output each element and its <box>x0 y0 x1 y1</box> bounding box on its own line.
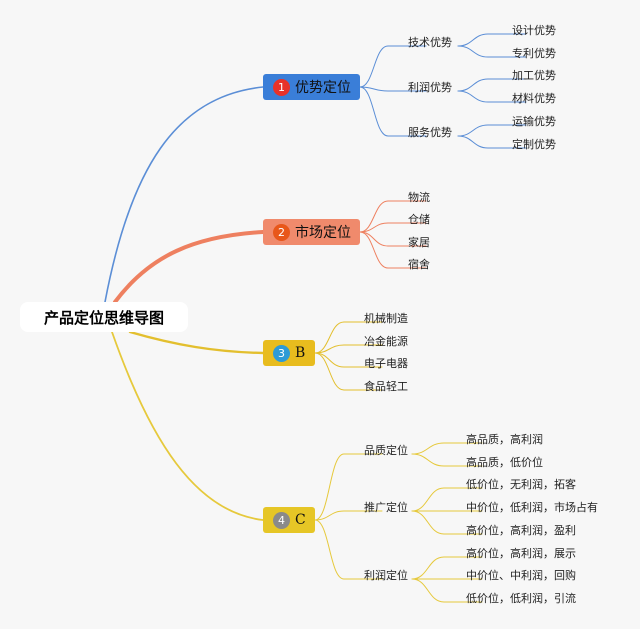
branch-label: 优势定位 <box>295 80 351 96</box>
connector-branch-sub <box>314 453 345 521</box>
connector-branch-sub <box>314 321 345 354</box>
leaf-node[interactable]: 中价位，低利润，市场占有 <box>466 501 598 514</box>
connector-sub-leaf <box>457 78 489 92</box>
leaf-node[interactable]: 低价位，低利润，引流 <box>466 592 576 605</box>
connector-sub-leaf <box>411 453 445 467</box>
leaf-node[interactable]: 低价位，无利润，拓客 <box>466 478 576 491</box>
branch-node-advantage[interactable]: 1 优势定位 <box>263 74 360 100</box>
connector-branch-sub <box>359 231 389 269</box>
connector-branch-sub <box>359 231 389 247</box>
connector-branch-sub <box>359 45 389 88</box>
leaf-node[interactable]: 加工优势 <box>512 69 556 82</box>
connector-branch-sub <box>359 200 389 233</box>
branch-label: C <box>295 512 306 528</box>
number-badge: 4 <box>273 511 290 529</box>
connector-branch-sub <box>359 86 389 92</box>
connector-sub-leaf <box>457 124 489 137</box>
sub-node[interactable]: 电子电器 <box>364 357 408 370</box>
sub-node[interactable]: 品质定位 <box>364 444 408 457</box>
connector-branch-sub <box>314 352 345 391</box>
leaf-node[interactable]: 专利优势 <box>512 47 556 60</box>
connector-branch-sub <box>314 519 345 580</box>
connector-root-branch <box>128 330 265 355</box>
number-badge: 3 <box>273 344 290 362</box>
root-node[interactable]: 产品定位思维导图 <box>20 302 188 332</box>
sub-node[interactable]: 宿舍 <box>408 258 430 271</box>
connector-root-branch <box>111 331 264 521</box>
connector-sub-leaf <box>457 90 489 103</box>
connector-sub-leaf <box>411 442 445 455</box>
sub-node[interactable]: 物流 <box>408 191 430 204</box>
sub-node[interactable]: 家居 <box>408 236 430 249</box>
leaf-node[interactable]: 高价位，高利润，盈利 <box>466 524 576 537</box>
number-badge: 2 <box>273 223 290 241</box>
branch-label: 市场定位 <box>295 225 351 241</box>
connector-branch-sub <box>314 510 345 521</box>
connector-sub-leaf <box>411 556 445 580</box>
sub-node[interactable]: 食品轻工 <box>364 380 408 393</box>
leaf-node[interactable]: 材料优势 <box>512 92 556 105</box>
branch-node-c[interactable]: 4 C <box>263 507 315 533</box>
leaf-node[interactable]: 高品质，高利润 <box>466 433 543 446</box>
leaf-node[interactable]: 高价位，高利润，展示 <box>466 547 576 560</box>
connector-sub-leaf <box>457 135 489 149</box>
sub-node[interactable]: 服务优势 <box>408 126 452 139</box>
connector-root-branch <box>113 230 265 304</box>
branch-node-b[interactable]: 3 B <box>263 340 315 366</box>
sub-node[interactable]: 仓储 <box>408 213 430 226</box>
sub-node[interactable]: 利润优势 <box>408 81 452 94</box>
sub-node[interactable]: 利润定位 <box>364 569 408 582</box>
branch-label: B <box>295 345 306 361</box>
connector-branch-sub <box>359 86 389 137</box>
number-badge: 1 <box>273 78 290 96</box>
sub-node[interactable]: 技术优势 <box>408 36 452 49</box>
sub-node[interactable]: 冶金能源 <box>364 335 408 348</box>
leaf-node[interactable]: 高品质，低价位 <box>466 456 543 469</box>
connector-sub-leaf <box>457 33 489 47</box>
connector-branch-sub <box>359 222 389 233</box>
connector-branch-sub <box>314 352 345 368</box>
sub-node[interactable]: 推广定位 <box>364 501 408 514</box>
connector-sub-leaf <box>411 578 445 603</box>
connector-sub-leaf <box>411 487 445 512</box>
leaf-node[interactable]: 设计优势 <box>512 24 556 37</box>
sub-node[interactable]: 机械制造 <box>364 312 408 325</box>
connector-sub-leaf <box>411 510 445 535</box>
connector-root-branch <box>104 86 264 303</box>
connector-sub-leaf <box>457 45 489 58</box>
branch-node-market[interactable]: 2 市场定位 <box>263 219 360 245</box>
leaf-node[interactable]: 定制优势 <box>512 138 556 151</box>
root-title: 产品定位思维导图 <box>43 308 164 327</box>
leaf-node[interactable]: 运输优势 <box>512 115 556 128</box>
leaf-node[interactable]: 中价位、中利润，回购 <box>466 569 576 582</box>
